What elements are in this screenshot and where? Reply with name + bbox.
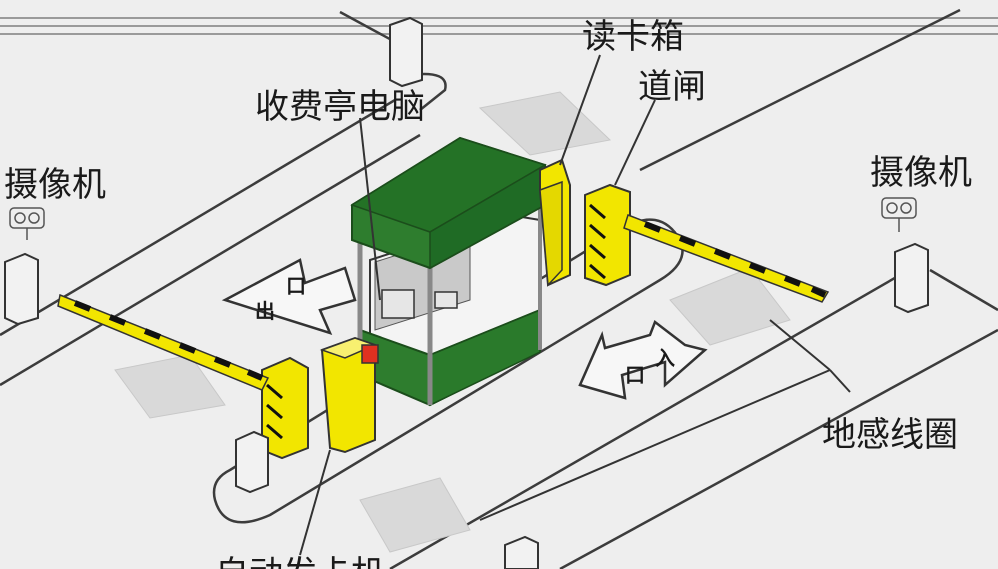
camera-right-icon: [881, 197, 917, 232]
camera-left-icon: [9, 207, 45, 240]
top-rail: [0, 17, 998, 35]
loop-pads: [114, 91, 791, 553]
label-ticket-machine: 自动发卡机: [215, 554, 385, 569]
card-reader-back: [539, 158, 571, 287]
label-camera-right: 摄像机: [870, 153, 972, 193]
pole-front-bottom: [504, 535, 539, 569]
barrier-gate-right: [584, 183, 830, 303]
ticket-slot-icon: [361, 344, 379, 364]
exit-arrow-box: 口: [286, 274, 306, 298]
camera-pole-top: [389, 16, 423, 88]
toll-booth: [350, 136, 547, 407]
exit-arrow: 出 口: [221, 258, 357, 336]
label-loop-detector: 地感线圈: [822, 415, 958, 455]
label-camera-left: 摄像机: [4, 165, 106, 205]
label-booth-computer: 收费亭电脑: [255, 87, 425, 127]
booth-computer-icon: [381, 289, 415, 319]
pole-front-left: [235, 430, 269, 494]
ticket-machine: [319, 336, 379, 454]
leader-lines: [299, 54, 851, 556]
entry-arrow-text: 入: [655, 346, 675, 370]
camera-pole-left: [4, 252, 39, 326]
island-outline: [212, 218, 684, 524]
barrier-gate-left: [57, 293, 309, 460]
entry-arrow-box: 口: [625, 363, 645, 387]
entry-arrow: 入 口: [578, 319, 708, 400]
camera-pole-right: [894, 242, 929, 314]
road-lines: [0, 8, 998, 569]
exit-arrow-text: 出: [255, 299, 275, 323]
label-card-reader: 读卡箱: [582, 17, 684, 57]
label-barrier-gate: 道闸: [638, 67, 706, 107]
